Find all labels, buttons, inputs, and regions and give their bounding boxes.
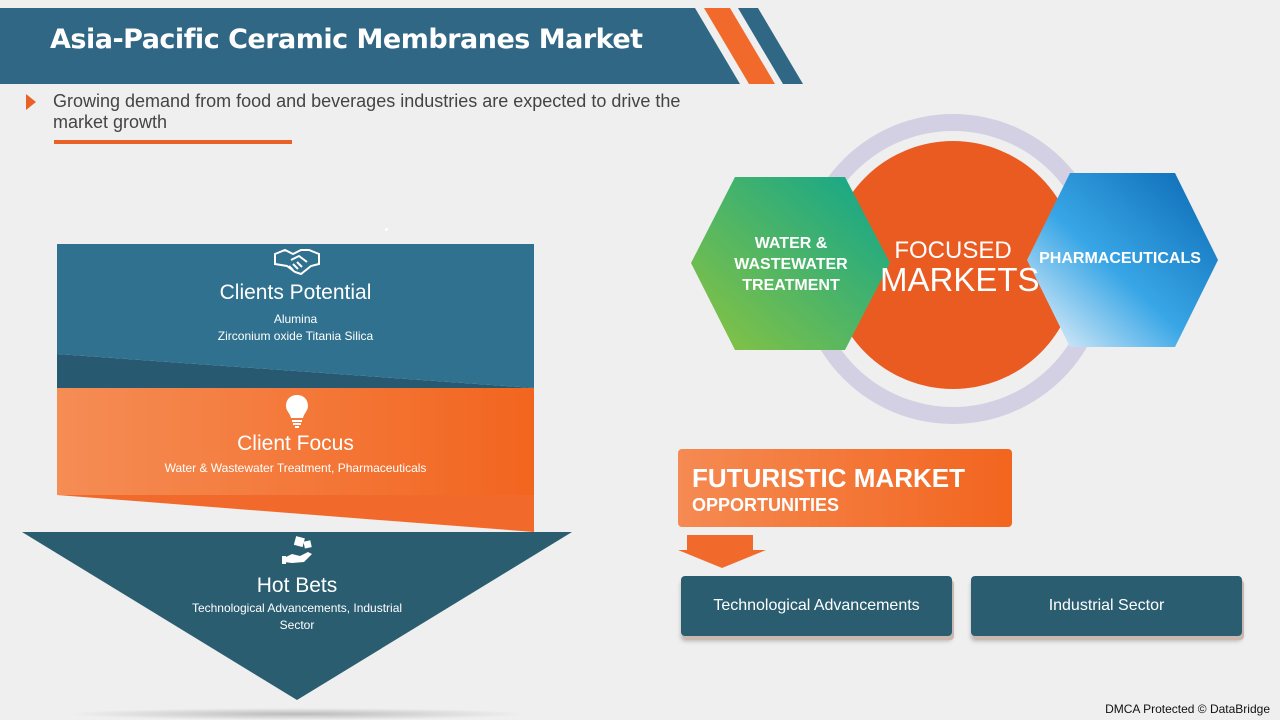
tier-line: Sector [279, 618, 315, 632]
tier-hot-bets: Hot Bets Technological Advancements, Ind… [147, 574, 447, 634]
handshake-icon [274, 248, 320, 276]
hex-line: TREATMENT [742, 277, 840, 294]
hex-line: WASTEWATER [734, 256, 848, 273]
hex-line: WATER & [754, 235, 828, 252]
futuristic-title: FUTURISTIC MARKET [692, 463, 965, 493]
tier-line: Alumina [273, 312, 318, 326]
opportunity-technological-advancements: Technological Advancements [681, 576, 952, 636]
focused-markets-graphic [691, 114, 1218, 424]
footer-copyright: DMCA Protected © DataBridge [1105, 702, 1270, 716]
water-wastewater-hex: WATER & WASTEWATER TREATMENT [706, 233, 876, 296]
tier-title: Client Focus [237, 432, 354, 455]
page-title: Asia-Pacific Ceramic Membranes Market [50, 24, 643, 55]
center-line: MARKETS [880, 261, 1040, 298]
decorative-dot [385, 228, 388, 231]
down-arrow-icon [678, 535, 766, 568]
page-subtitle: Growing demand from food and beverages i… [53, 91, 681, 132]
center-line: FOCUSED [894, 237, 1012, 264]
tier-line: Technological Advancements, Industrial [191, 601, 403, 615]
lightbulb-icon [286, 395, 308, 428]
tier-line: Zirconium oxide Titania Silica [217, 329, 374, 343]
tier-title: Hot Bets [256, 574, 338, 597]
tier-title: Clients Potential [219, 281, 372, 304]
pharmaceuticals-hex: PHARMACEUTICALS [1039, 250, 1201, 267]
tier-line: Water & Wastewater Treatment, Pharmaceut… [164, 461, 427, 475]
hand-dice-icon [282, 536, 312, 564]
bullet-arrow-icon [26, 94, 36, 110]
tier-client-focus: Client Focus Water & Wastewater Treatmen… [57, 432, 534, 477]
futuristic-opportunities-header: FUTURISTIC MARKET OPPORTUNITIES [678, 449, 1012, 527]
subtitle-underline [54, 140, 292, 144]
focused-markets-center: FOCUSED MARKETS [880, 237, 1040, 298]
futuristic-subtitle: OPPORTUNITIES [692, 495, 840, 515]
opportunity-industrial-sector: Industrial Sector [971, 576, 1242, 636]
tier-clients-potential: Clients Potential Alumina Zirconium oxid… [57, 281, 534, 345]
title-banner [0, 8, 803, 84]
pyramid-graphic [22, 244, 572, 720]
